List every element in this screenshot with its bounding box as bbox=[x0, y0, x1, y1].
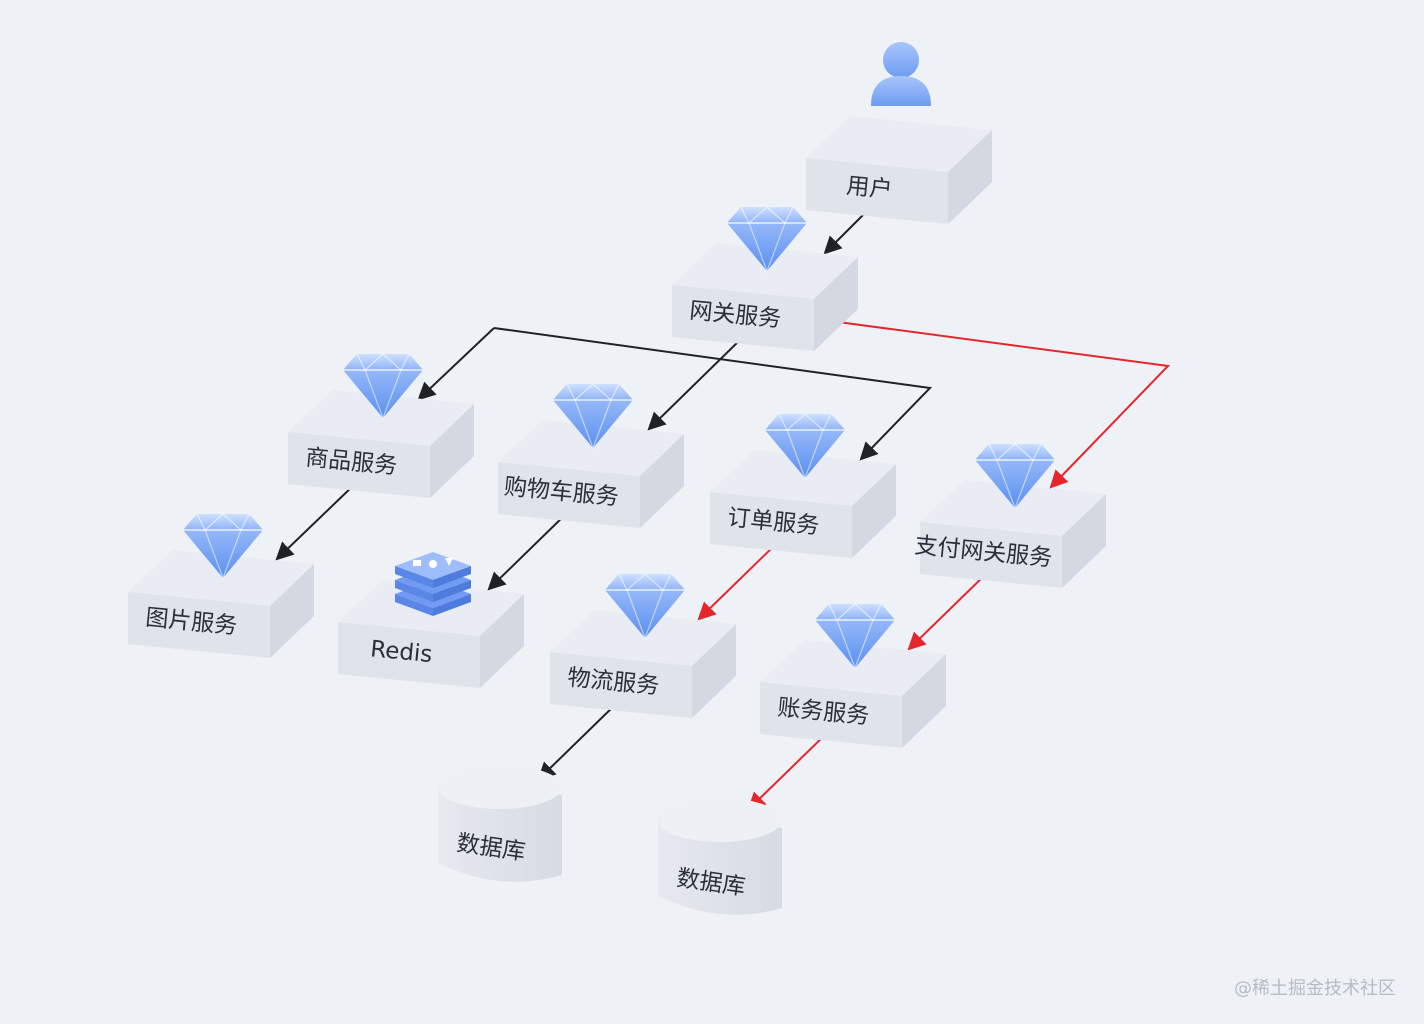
block-front bbox=[806, 158, 948, 224]
block-front bbox=[338, 622, 480, 688]
watermark-text: @稀土掘金技术社区 bbox=[1234, 978, 1396, 999]
block-side bbox=[1062, 494, 1106, 588]
block-front bbox=[288, 432, 430, 498]
edge-billing-db2 bbox=[747, 731, 829, 811]
block-top bbox=[550, 610, 736, 666]
edge-cart-redis bbox=[487, 511, 569, 591]
edge-gateway-pay-gateway bbox=[837, 321, 1171, 489]
diamond-icon bbox=[765, 413, 845, 480]
block-top bbox=[288, 390, 474, 446]
edge-gateway-product-line bbox=[417, 327, 495, 401]
edge-gateway-cart bbox=[647, 337, 743, 431]
block-front bbox=[710, 492, 852, 558]
block-side bbox=[814, 257, 858, 351]
node-label: 用户 bbox=[845, 173, 893, 203]
node-user[interactable]: 用户 bbox=[806, 42, 992, 224]
block-top bbox=[672, 243, 858, 299]
edge-product-image bbox=[275, 482, 357, 561]
block-top bbox=[920, 480, 1106, 536]
block-side bbox=[430, 404, 474, 498]
block-side bbox=[270, 564, 314, 658]
edges bbox=[275, 207, 1171, 811]
node-cart[interactable]: 购物车服务 bbox=[498, 383, 684, 528]
user-icon bbox=[871, 42, 931, 106]
diamond-icon bbox=[605, 573, 685, 640]
diamond-icon bbox=[553, 383, 633, 450]
node-product[interactable]: 商品服务 bbox=[288, 353, 474, 498]
block-top bbox=[806, 116, 992, 172]
edge-pay-billing bbox=[907, 571, 989, 651]
diamond-icon bbox=[727, 206, 807, 273]
block-top bbox=[710, 450, 896, 506]
block-top bbox=[128, 550, 314, 606]
database-top bbox=[438, 765, 562, 809]
node-order[interactable]: 订单服务 bbox=[710, 413, 896, 558]
block-front bbox=[672, 285, 814, 351]
block-top bbox=[760, 640, 946, 696]
block-side bbox=[692, 624, 736, 718]
node-image[interactable]: 图片服务 bbox=[128, 513, 314, 658]
node-redis[interactable]: Redis bbox=[338, 552, 524, 688]
database-db1[interactable]: 数据库 bbox=[438, 765, 562, 882]
block-front bbox=[498, 462, 640, 528]
edge-logistics-db1 bbox=[537, 701, 619, 781]
diamond-icon bbox=[183, 513, 263, 580]
block-side bbox=[852, 464, 896, 558]
block-front bbox=[128, 592, 270, 658]
diamond-icon bbox=[815, 603, 895, 670]
node-logistics[interactable]: 物流服务 bbox=[550, 573, 736, 718]
block-top bbox=[498, 420, 684, 476]
edge-order-logistics bbox=[697, 541, 779, 621]
redis-icon bbox=[395, 552, 471, 616]
node-label: Redis bbox=[369, 636, 433, 668]
block-front bbox=[920, 522, 1062, 588]
block-front bbox=[550, 652, 692, 718]
block-side bbox=[640, 434, 684, 528]
node-billing[interactable]: 账务服务 bbox=[760, 603, 946, 748]
block-side bbox=[480, 594, 524, 688]
block-front bbox=[760, 682, 902, 748]
node-pay-gateway[interactable]: 支付网关服务 bbox=[913, 443, 1106, 588]
block-side bbox=[902, 654, 946, 748]
block-side bbox=[948, 130, 992, 224]
database-icon bbox=[658, 816, 782, 915]
diamond-icon bbox=[343, 353, 423, 420]
diamond-icon bbox=[975, 443, 1055, 510]
edge-gateway-branch bbox=[493, 327, 933, 461]
database-icon bbox=[438, 783, 562, 882]
node-gateway[interactable]: 网关服务 bbox=[672, 206, 858, 351]
database-db2[interactable]: 数据库 bbox=[658, 798, 782, 915]
database-top bbox=[658, 798, 782, 842]
